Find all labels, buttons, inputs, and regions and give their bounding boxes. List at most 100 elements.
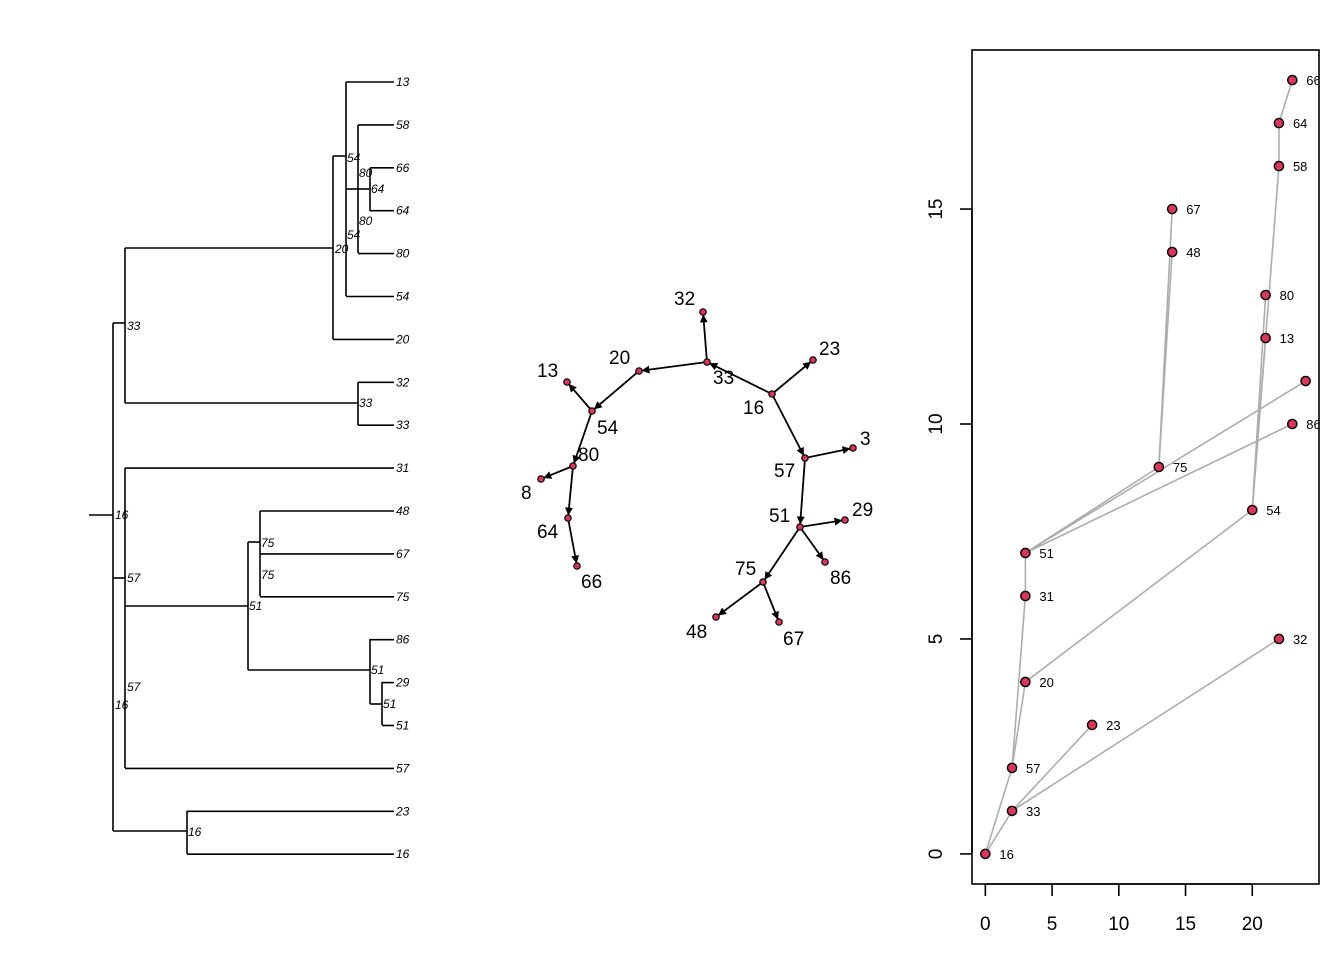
scatter-point <box>1273 633 1285 645</box>
node-label: 16 <box>115 508 129 522</box>
network-node <box>821 558 829 566</box>
plot-box <box>971 49 1320 885</box>
leaf-label: 13 <box>396 75 410 89</box>
network-node-label: 64 <box>537 522 559 543</box>
point-label: 75 <box>1173 460 1187 475</box>
node-label: 57 <box>127 680 142 694</box>
node-label: 80 <box>359 166 373 180</box>
scatter-point <box>1153 461 1165 473</box>
scatter-point <box>980 848 991 860</box>
network-edge <box>718 581 764 616</box>
scatter-edge <box>1025 423 1293 554</box>
network-edge <box>771 393 805 456</box>
point-label: 20 <box>1039 675 1053 690</box>
network-edge <box>709 362 773 395</box>
node-label: 16 <box>188 825 202 839</box>
node-label: 75 <box>261 568 275 582</box>
point-label: 33 <box>1026 804 1040 819</box>
leaf-label: 33 <box>396 418 410 432</box>
point-label: 48 <box>1186 245 1200 260</box>
x-tick-label: 0 <box>980 914 991 935</box>
network-edge <box>771 361 812 395</box>
network-edge <box>799 526 824 560</box>
network-node-label: 20 <box>609 348 630 369</box>
network-edge <box>764 526 801 580</box>
y-tick-label: 15 <box>926 198 947 219</box>
point-label: 32 <box>1293 632 1307 647</box>
scatter-point <box>1260 289 1271 301</box>
y-tick-label: 10 <box>926 413 947 434</box>
leaf-label: 29 <box>395 676 410 690</box>
network-node-label: 29 <box>852 500 873 521</box>
network-node <box>775 618 783 626</box>
network-edge <box>799 517 843 528</box>
network-node-label: 66 <box>581 572 602 593</box>
scatter-point <box>1166 246 1178 258</box>
scatter-edge <box>1011 595 1027 768</box>
scatter-point <box>1287 418 1298 430</box>
point-label: 67 <box>1186 202 1200 217</box>
network-node <box>563 378 571 386</box>
leaf-label: 48 <box>396 504 410 518</box>
network-node-label: 67 <box>783 629 804 650</box>
scatter-point <box>1246 504 1258 516</box>
network-node-label: 16 <box>743 398 764 419</box>
network-edge <box>567 517 579 564</box>
node-label: 54 <box>347 151 361 165</box>
scatter-edge <box>1011 681 1027 769</box>
network-edge <box>568 383 593 412</box>
leaf-label: 57 <box>396 761 411 775</box>
point-label: 80 <box>1280 288 1294 303</box>
leaf-label: 23 <box>395 804 410 818</box>
point-label: 57 <box>1026 761 1040 776</box>
scatter-point <box>1260 332 1271 344</box>
x-tick-label: 20 <box>1242 914 1263 935</box>
scatter-point <box>1020 547 1031 559</box>
network-node <box>564 514 572 522</box>
network-node-label: 48 <box>686 622 707 643</box>
point-label: 16 <box>999 847 1013 862</box>
x-tick-label: 15 <box>1175 914 1196 935</box>
leaf-label: 66 <box>396 161 410 175</box>
leaf-label: 16 <box>396 847 410 861</box>
node-label: 16 <box>115 698 129 712</box>
network-node-label: 57 <box>774 461 795 482</box>
network-node-label: 23 <box>819 339 840 360</box>
network-node <box>849 444 857 452</box>
x-tick-label: 10 <box>1108 914 1129 935</box>
node-label: 80 <box>359 214 373 228</box>
network-node-label: 51 <box>769 506 790 527</box>
point-label: 66 <box>1306 73 1320 88</box>
node-label: 51 <box>249 599 262 613</box>
network-edge <box>762 581 779 620</box>
network-node <box>809 356 817 364</box>
network-node <box>768 390 776 398</box>
network-edge <box>565 465 574 516</box>
point-label: 64 <box>1293 116 1307 131</box>
leaf-label: 20 <box>395 332 410 346</box>
network-node-label: 75 <box>735 559 756 580</box>
x-tick-label: 5 <box>1047 914 1058 935</box>
point-label: 58 <box>1293 159 1307 174</box>
network-node <box>703 358 711 366</box>
point-label: 51 <box>1039 546 1053 561</box>
scatter-point <box>1006 762 1018 774</box>
scatter-point <box>1020 676 1031 688</box>
scatter-edge <box>1011 724 1093 812</box>
point-label: 86 <box>1306 417 1320 432</box>
y-tick-label: 0 <box>926 849 947 860</box>
network-edge <box>572 410 593 464</box>
network-node-label: 32 <box>674 289 695 310</box>
scatter-point <box>1006 805 1018 817</box>
node-label: 54 <box>347 228 361 242</box>
leaf-label: 58 <box>396 118 410 132</box>
network-edge <box>699 314 708 363</box>
network-node-label: 80 <box>578 445 599 466</box>
scatter-edge <box>984 767 1013 855</box>
y-tick-label: 5 <box>926 634 947 645</box>
network-node-label: 33 <box>713 368 734 389</box>
